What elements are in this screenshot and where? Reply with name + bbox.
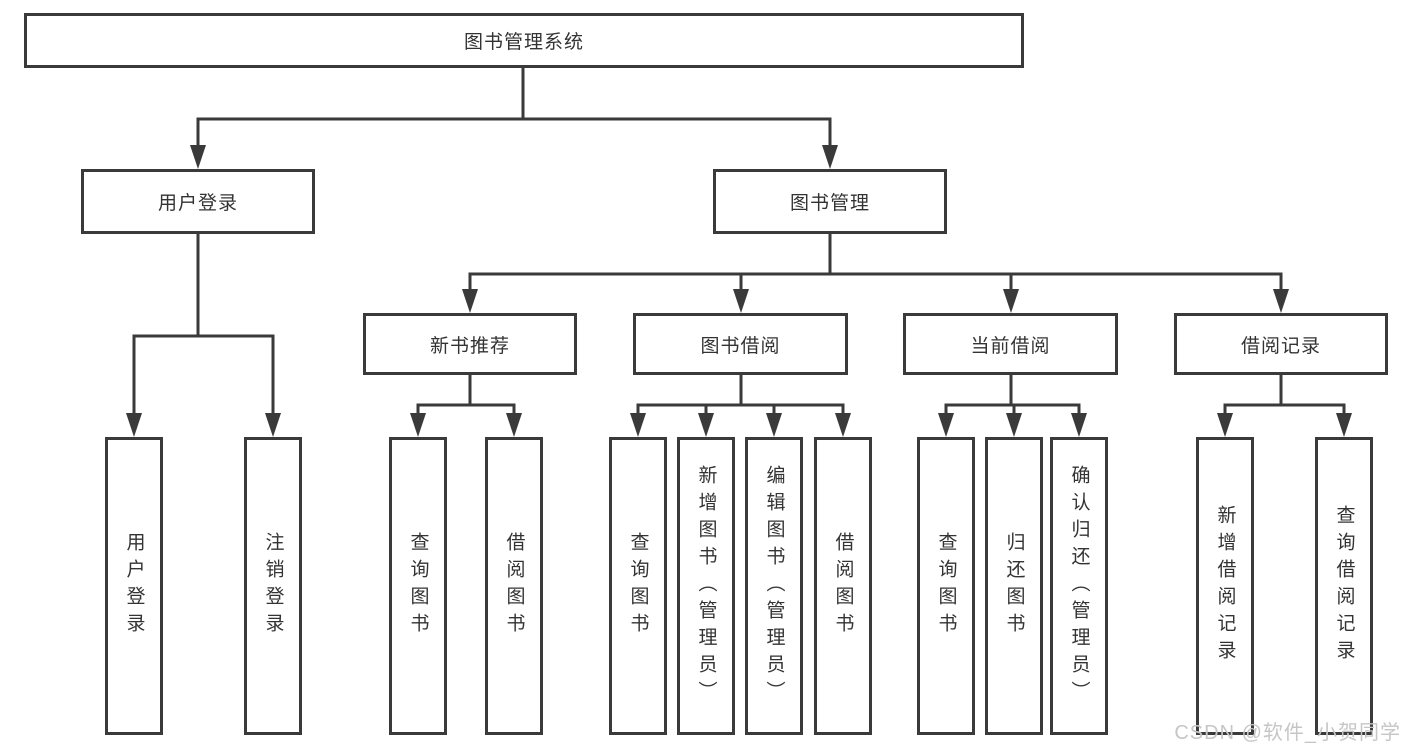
leaf-borrow-books-borrowing: 借阅图书 <box>814 437 872 735</box>
node-current-borrowing: 当前借阅 <box>903 313 1118 375</box>
leaf-return-books: 归还图书 <box>985 437 1043 735</box>
node-new-book-recommendation: 新书推荐 <box>363 313 577 375</box>
leaf-user-login: 用户登录 <box>105 437 163 735</box>
watermark: CSDN @软件_小贺同学 <box>1174 722 1401 744</box>
leaf-query-borrow-record: 查询借阅记录 <box>1315 437 1373 735</box>
leaf-query-books-borrowing: 查询图书 <box>609 437 667 735</box>
node-book-borrowing: 图书借阅 <box>633 313 848 375</box>
leaf-query-books-current-label: 查询图书 <box>935 532 957 640</box>
leaf-add-borrow-record: 新增借阅记录 <box>1196 437 1254 735</box>
leaf-add-borrow-record-label: 新增借阅记录 <box>1214 505 1236 667</box>
arrowheads <box>126 145 1352 437</box>
leaf-logout: 注销登录 <box>244 437 302 735</box>
leaf-borrow-books-borrowing-label: 借阅图书 <box>832 532 854 640</box>
leaf-return-books-label: 归还图书 <box>1003 532 1025 640</box>
node-borrowing-records: 借阅记录 <box>1174 313 1388 375</box>
tree-edges <box>132 66 1346 417</box>
leaf-user-login-label: 用户登录 <box>123 532 145 640</box>
leaf-query-books-recommend-label: 查询图书 <box>407 532 429 640</box>
leaf-edit-books-admin: 编辑图书（管理员） <box>745 437 803 735</box>
leaf-query-books-current: 查询图书 <box>917 437 975 735</box>
leaf-confirm-return-admin-label: 确认归还（管理员） <box>1068 464 1090 708</box>
leaf-query-borrow-record-label: 查询借阅记录 <box>1333 505 1355 667</box>
leaf-logout-label: 注销登录 <box>262 532 284 640</box>
leaf-confirm-return-admin: 确认归还（管理员） <box>1050 437 1108 735</box>
node-user-login: 用户登录 <box>81 169 315 234</box>
leaf-query-books-recommend: 查询图书 <box>389 437 447 735</box>
leaf-edit-books-admin-label: 编辑图书（管理员） <box>763 464 785 708</box>
node-book-management: 图书管理 <box>713 169 947 234</box>
leaf-add-books-admin: 新增图书（管理员） <box>677 437 735 735</box>
node-library-system: 图书管理系统 <box>24 13 1024 68</box>
leaf-add-books-admin-label: 新增图书（管理员） <box>695 464 717 708</box>
leaf-borrow-books-recommend: 借阅图书 <box>485 437 543 735</box>
leaf-borrow-books-recommend-label: 借阅图书 <box>503 532 525 640</box>
leaf-query-books-borrowing-label: 查询图书 <box>627 532 649 640</box>
